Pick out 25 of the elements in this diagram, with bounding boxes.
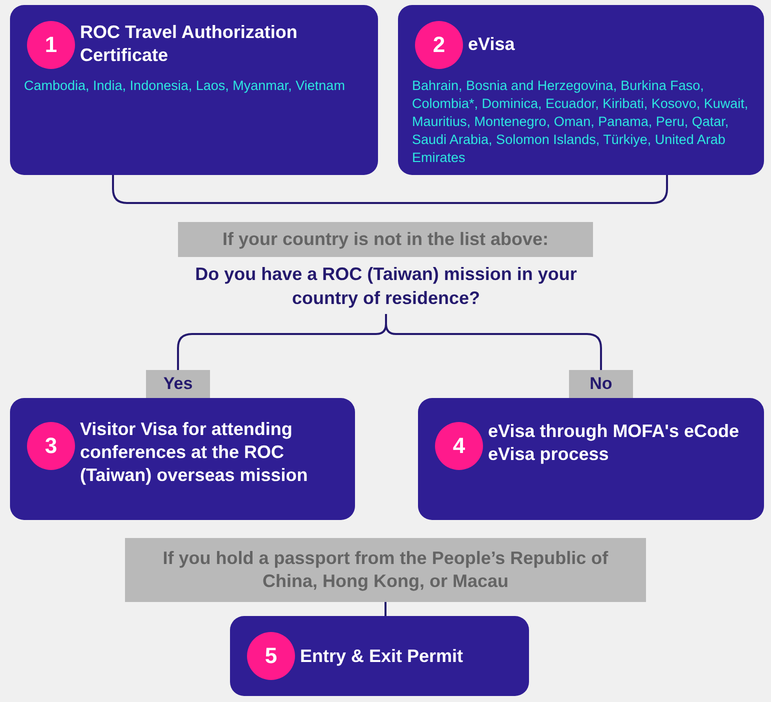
answer-tag: No xyxy=(569,370,633,398)
answer-tag: Yes xyxy=(146,370,210,398)
question-text: Do you have a ROC (Taiwan) mission in your country of residence? xyxy=(186,262,586,314)
connector-line xyxy=(385,314,602,370)
step-title: Visitor Visa for attending conferences at the ROC (Taiwan) overseas mission xyxy=(80,418,309,487)
step-card xyxy=(10,398,355,520)
step-number-badge: 3 xyxy=(27,422,75,470)
step-number-badge: 1 xyxy=(27,21,75,69)
condition-banner: If your country is not in the list above: xyxy=(178,222,593,257)
step-title: Entry & Exit Permit xyxy=(300,644,464,668)
connector-line xyxy=(112,175,668,204)
step-title: eVisa through MOFA's eCode eVisa process xyxy=(488,420,740,466)
step-number-badge: 5 xyxy=(247,632,295,680)
step-number-badge: 4 xyxy=(435,422,483,470)
connector-line xyxy=(384,602,386,616)
step-card xyxy=(398,5,764,175)
step-number-badge: 2 xyxy=(415,21,463,69)
country-list: Bahrain, Bosnia and Herzegovina, Burkina Faso, Colombia*, Dominica, Ecuador, Kiribati, Kosovo, Kuwait, Mauritius, Montenegro, Oman, Panama, Peru, Qatar, Saudi Arabia, Solomon Islands, Türkiye, United Arab Emirates xyxy=(412,77,750,167)
step-card xyxy=(10,5,378,175)
step-card xyxy=(418,398,764,520)
country-list: Cambodia, India, Indonesia, Laos, Myanmar, Vietnam xyxy=(24,77,364,95)
step-title: eVisa xyxy=(468,32,516,56)
step-card xyxy=(230,616,529,696)
condition-banner: If you hold a passport from the People’s Republic of China, Hong Kong, or Macau xyxy=(125,538,646,602)
step-title: ROC Travel Authorization Certificate xyxy=(80,21,298,67)
